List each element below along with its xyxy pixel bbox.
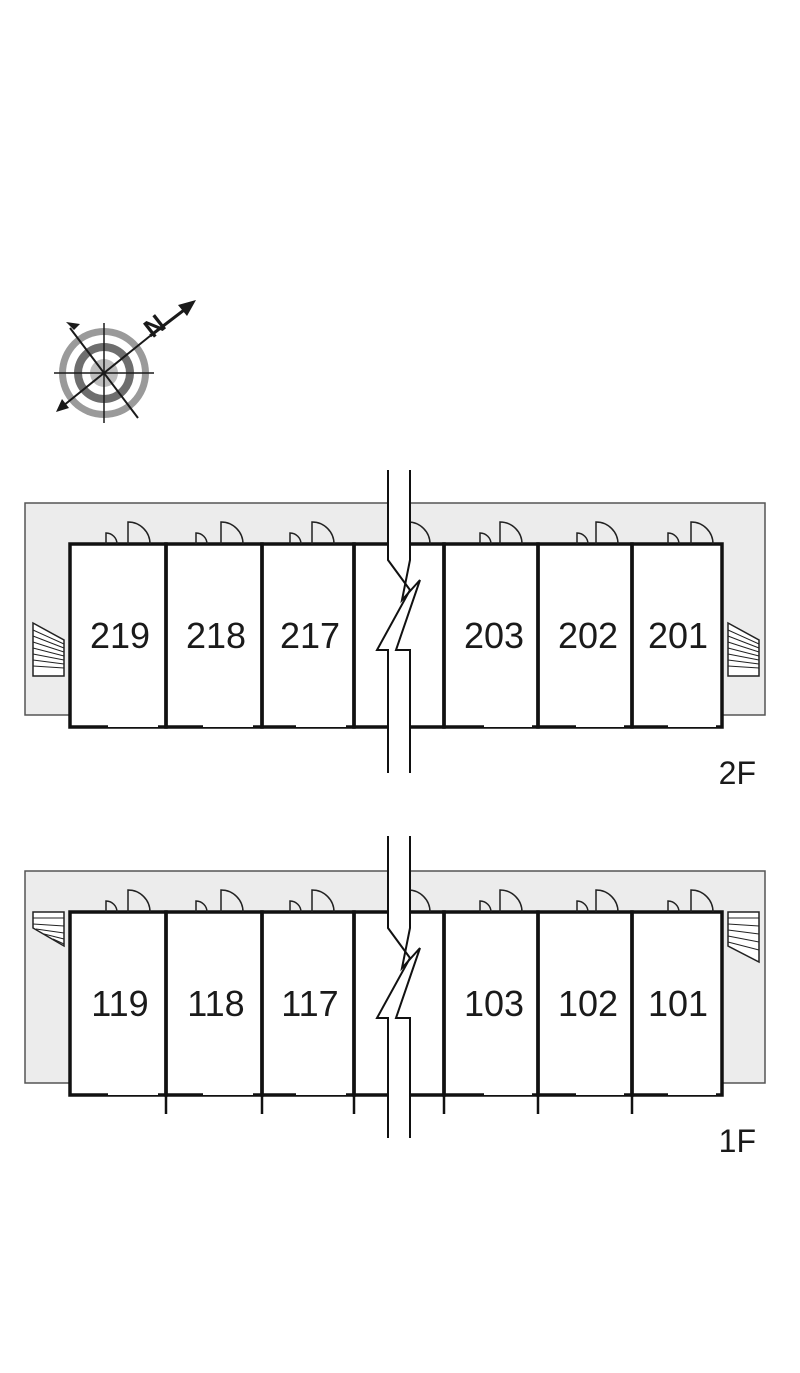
unit-number: 203 (464, 615, 524, 656)
unit-number: 219 (90, 615, 150, 656)
stairs-right-icon (727, 621, 760, 677)
floor-label: 2F (719, 755, 756, 791)
unit-number: 103 (464, 983, 524, 1024)
unit-number: 201 (648, 615, 708, 656)
unit-217: 217 (260, 542, 356, 729)
door-icons (105, 889, 714, 913)
partition-posts (164, 1095, 634, 1114)
unit-number: 118 (187, 983, 244, 1024)
compass: N (54, 300, 196, 423)
floor-1f: 119 118 117 103 102 101 (24, 836, 766, 1159)
stairs-right-icon (727, 911, 760, 964)
unit-number: 101 (648, 983, 708, 1024)
unit-number: 217 (280, 615, 340, 656)
unit-number: 119 (91, 983, 148, 1024)
north-arrowhead-icon (178, 300, 196, 316)
unit-number: 117 (281, 983, 338, 1024)
break-line (375, 470, 421, 773)
unit-number: 202 (558, 615, 618, 656)
unit-number: 102 (558, 983, 618, 1024)
stairs-left-icon (32, 621, 65, 677)
floor-2f: 219 218 217 203 202 201 (24, 470, 766, 791)
north-arrow (149, 305, 189, 338)
compass-rose-icon (54, 322, 154, 423)
break-line (375, 836, 421, 1138)
north-label: N (138, 308, 171, 343)
unit-number: 218 (186, 615, 246, 656)
stairs-left-icon (32, 911, 65, 948)
floor-label: 1F (719, 1123, 756, 1159)
